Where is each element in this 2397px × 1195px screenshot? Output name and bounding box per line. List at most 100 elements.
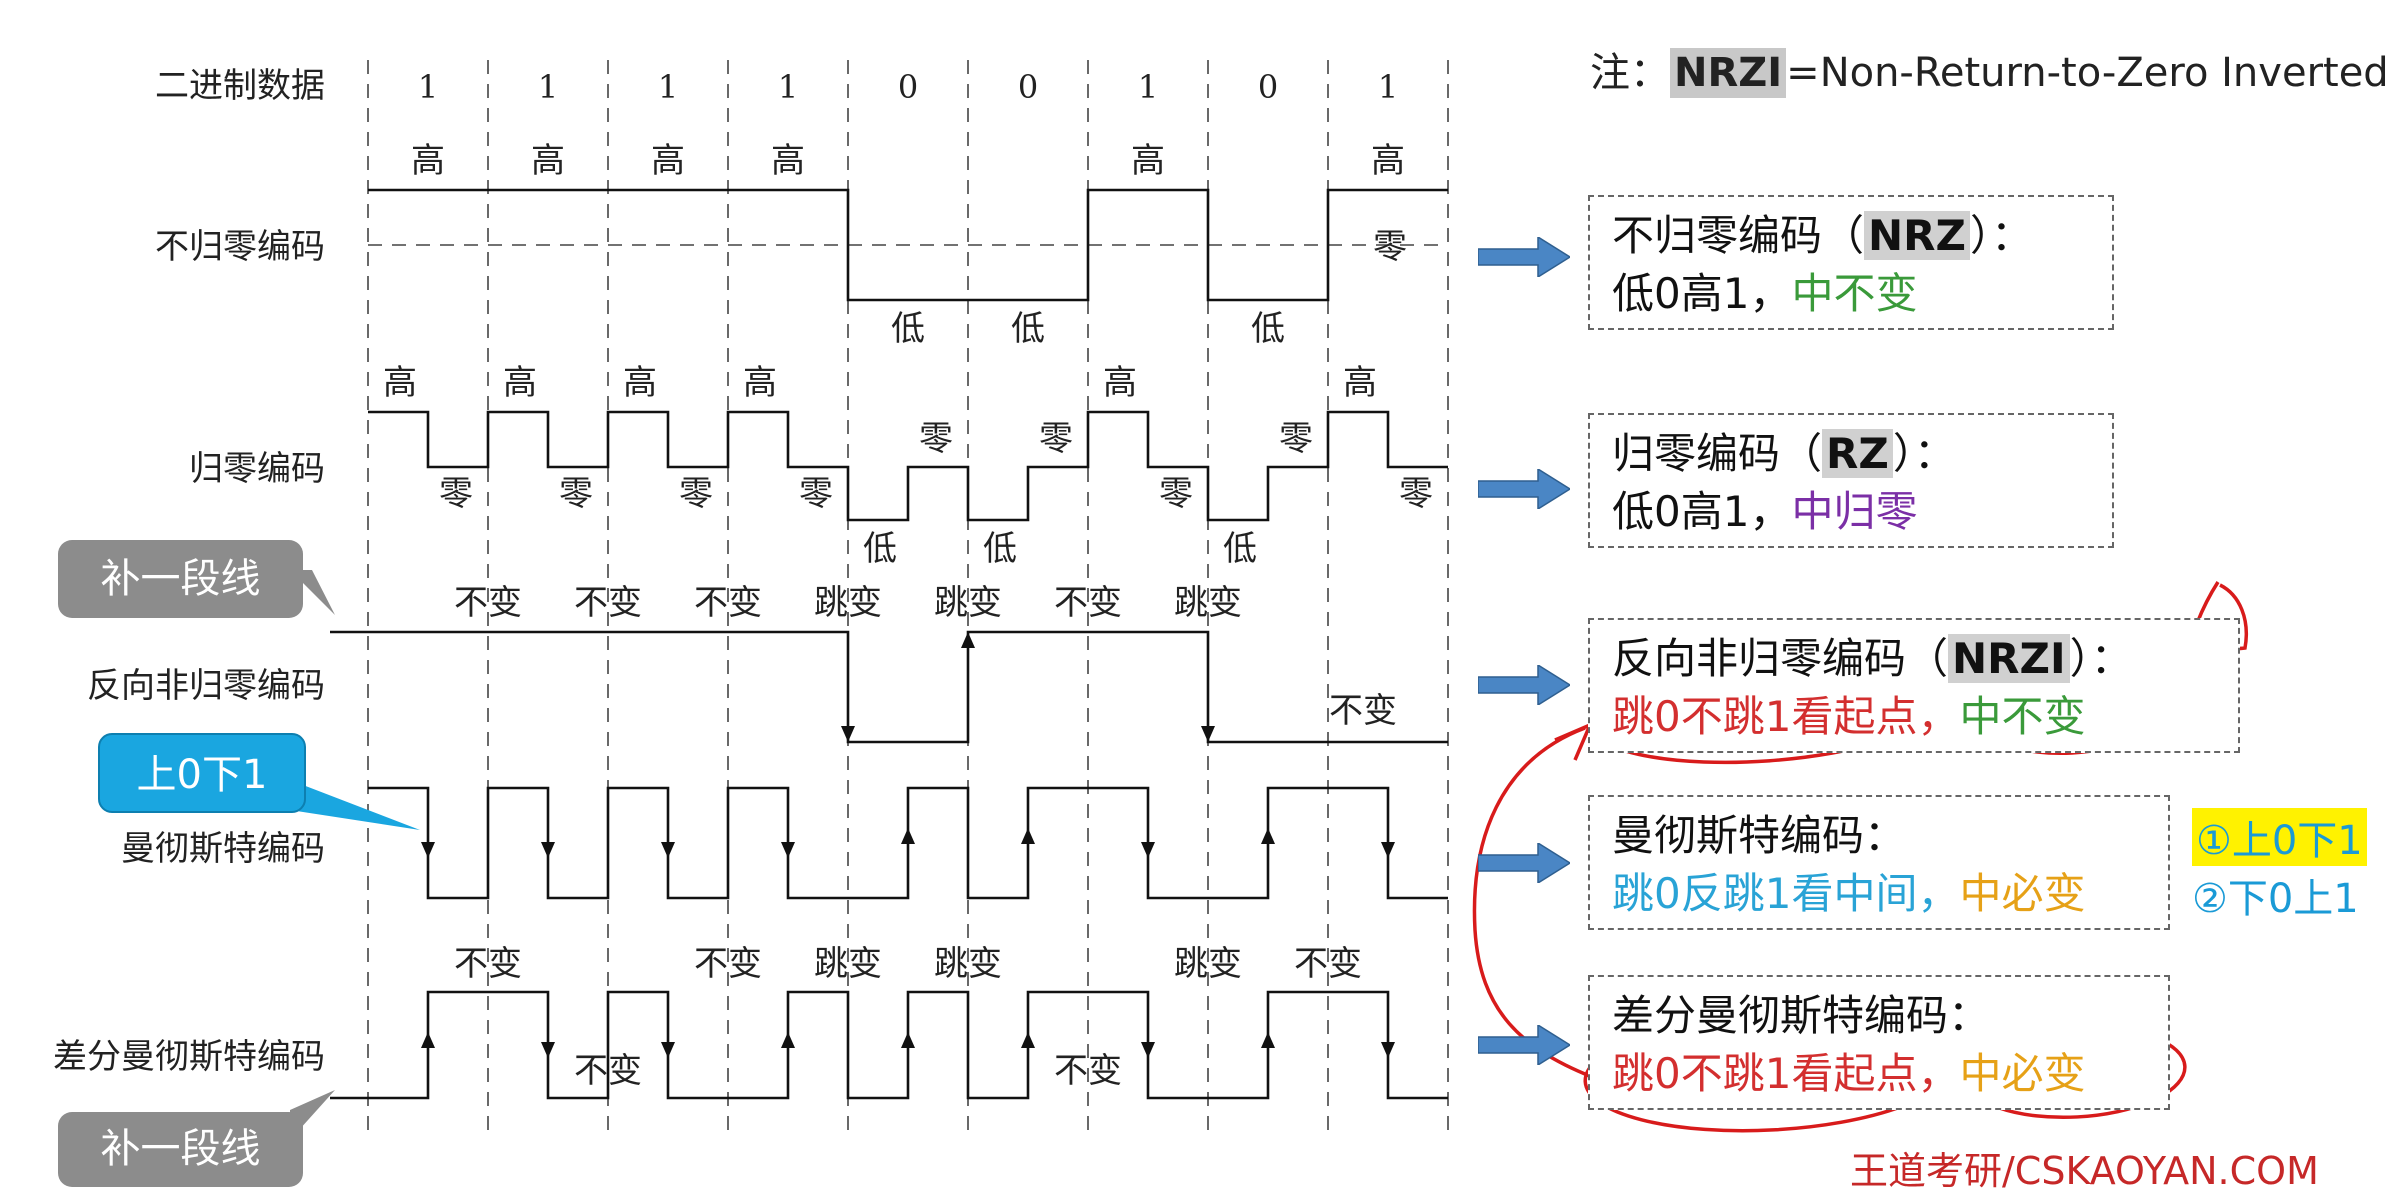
nrz-level-mark: 低 (891, 309, 925, 349)
rz-low-mark: 低 (1223, 529, 1257, 569)
manchester-waveform (368, 786, 1448, 900)
rz-box-tail: 中归零 (1791, 487, 1918, 536)
nrzi-box-rule: 跳0不跳1看起点， (1612, 692, 1960, 741)
row-label-manchester: 曼彻斯特编码 (121, 829, 325, 869)
nrzi-change-label: 不变 (574, 583, 642, 623)
bit-value: 1 (778, 68, 798, 106)
bit-value: 1 (658, 68, 678, 106)
diff-manchester-change-label: 不变 (1054, 1051, 1122, 1091)
note-expansion: =Non-Return-to-Zero Inverted (1786, 50, 2389, 96)
annotation-curve-arrowhead (1554, 721, 1594, 761)
diff-manchester-change-label: 跳变 (814, 944, 882, 984)
manchester-mid-arrowhead (781, 842, 795, 858)
nrz-box-rule: 低0高1， (1612, 269, 1792, 318)
nrzi-box-title-end: ）： (2069, 634, 2133, 683)
callout-pointer-middle (290, 780, 420, 830)
diff-manchester-mid-arrowhead (1141, 1042, 1155, 1058)
manchester-mid-arrowhead (901, 828, 915, 844)
side-note-second: ②下0上1 (2192, 876, 2359, 922)
rz-box-title-end: ）： (1892, 429, 1956, 478)
nrzi-change-label: 跳变 (1174, 583, 1242, 623)
diff-manchester-mid-arrowhead (541, 1042, 555, 1058)
nrz-level-mark: 高 (531, 141, 565, 181)
rz-high-mark: 高 (743, 363, 777, 403)
rz-high-mark: 高 (1103, 363, 1137, 403)
nrzi-change-label: 不变 (694, 583, 762, 623)
diff-manchester-mid-arrowhead (421, 1032, 435, 1048)
nrzi-box: 反向非归零编码（NRZI）： 跳0不跳1看起点，中不变 (1588, 618, 2240, 753)
footer-watermark: 王道考研/CSKAOYAN.COM (1850, 1149, 2319, 1193)
diff-manchester-mid-arrowhead (1261, 1032, 1275, 1048)
rz-zero-mark: 零 (1279, 419, 1313, 459)
nrz-box-abbr: NRZ (1864, 211, 1970, 260)
row-label-binary: 二进制数据 (155, 66, 325, 106)
nrz-level-mark: 高 (1131, 141, 1165, 181)
diff-manchester-mid-arrowhead (1381, 1042, 1395, 1058)
manchester-mid-arrowhead (1021, 828, 1035, 844)
bit-value: 1 (418, 68, 438, 106)
arrow-icon-nrz (1478, 237, 1570, 277)
diff-manchester-box-tail: 中必变 (1959, 1049, 2086, 1098)
rz-high-mark: 高 (503, 363, 537, 403)
rz-zero-mark: 零 (559, 474, 593, 514)
nrzi-box-title: 反向非归零编码（ (1612, 634, 1949, 683)
rz-high-mark: 高 (623, 363, 657, 403)
manchester-mid-arrowhead (1141, 842, 1155, 858)
diff-manchester-box-rule: 跳0不跳1看起点， (1612, 1049, 1960, 1098)
rz-zero-mark: 零 (1039, 419, 1073, 459)
rz-high-mark: 高 (1343, 363, 1377, 403)
callout-top: 补一段线 (58, 540, 303, 618)
rz-zero-mark: 零 (919, 419, 953, 459)
manchester-mid-arrowhead (421, 842, 435, 858)
diff-manchester-change-label: 不变 (1294, 944, 1362, 984)
side-note-first: ①上0下1 (2192, 808, 2367, 866)
row-label-rz: 归零编码 (189, 449, 325, 489)
nrzi-transition-arrowhead (961, 632, 975, 648)
nrz-box-title: 不归零编码（ (1612, 211, 1865, 260)
diff-manchester-signal (330, 990, 1448, 1100)
manchester-signal (368, 786, 1448, 900)
manchester-box: 曼彻斯特编码： 跳0反跳1看中间，中必变 (1588, 795, 2170, 930)
rz-low-mark: 低 (983, 529, 1017, 569)
rz-zero-mark: 零 (799, 474, 833, 514)
arrow-icon-rz (1478, 469, 1570, 509)
nrz-box: 不归零编码（NRZ）： 低0高1，中不变 (1588, 195, 2114, 330)
rz-high-mark: 高 (383, 363, 417, 403)
diff-manchester-mid-arrowhead (901, 1032, 915, 1048)
diff-manchester-change-label: 不变 (694, 944, 762, 984)
nrz-level-mark: 高 (771, 141, 805, 181)
nrz-level-mark: 高 (411, 141, 445, 181)
nrzi-note: 注：NRZI=Non-Return-to-Zero Inverted (1590, 40, 2389, 98)
note-prefix: 注： (1590, 50, 1670, 96)
row-labels: 二进制数据 不归零编码 归零编码 反向非归零编码 曼彻斯特编码 差分曼彻斯特编码 (53, 66, 325, 1077)
callout-bottom: 补一段线 (58, 1112, 303, 1187)
rz-low-mark: 低 (863, 529, 897, 569)
nrzi-change-label: 跳变 (814, 583, 882, 623)
nrz-level-mark: 低 (1251, 309, 1285, 349)
row-label-nrz: 不归零编码 (155, 227, 325, 267)
manchester-mid-arrowhead (661, 842, 675, 858)
nrzi-transition-arrowhead (1201, 726, 1215, 742)
manchester-mid-arrowhead (1381, 842, 1395, 858)
arrow-icon-diff-manchester (1478, 1025, 1570, 1065)
diff-manchester-box-title: 差分曼彻斯特编码： (1612, 991, 1991, 1040)
nrzi-transition-arrowhead (841, 726, 855, 742)
nrz-level-mark: 高 (651, 141, 685, 181)
bit-value: 0 (1258, 68, 1278, 106)
note-abbr: NRZI (1670, 48, 1787, 98)
rz-zero-mark: 零 (679, 474, 713, 514)
nrz-signal (368, 188, 1448, 302)
nrzi-change-label: 跳变 (934, 583, 1002, 623)
rz-signal (368, 410, 1448, 522)
nrzi-change-label: 不变 (1054, 583, 1122, 623)
bit-value: 1 (1378, 68, 1398, 106)
rz-box-rule: 低0高1， (1612, 487, 1792, 536)
manchester-mid-arrowhead (1261, 828, 1275, 844)
diff-manchester-box: 差分曼彻斯特编码： 跳0不跳1看起点，中必变 (1588, 975, 2170, 1110)
rz-zero-mark: 零 (1159, 474, 1193, 514)
rz-zero-mark: 零 (439, 474, 473, 514)
bit-value: 0 (1018, 68, 1038, 106)
nrz-level-mark: 零 (1373, 227, 1407, 267)
